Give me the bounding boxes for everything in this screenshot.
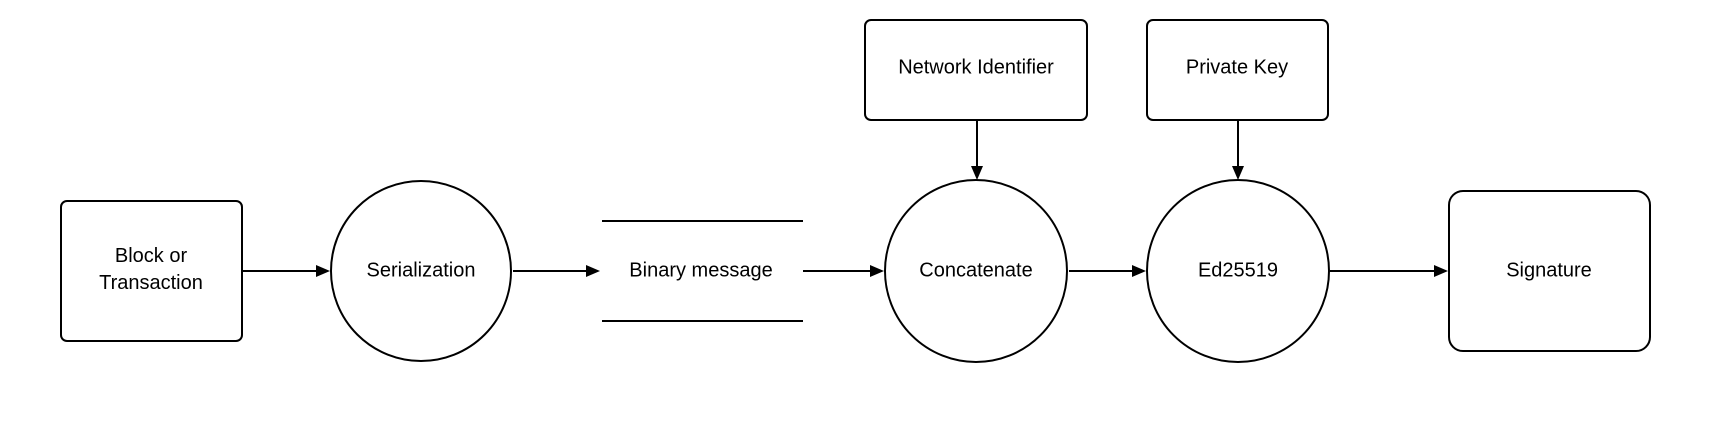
edge-binary-message-to-concatenate — [803, 265, 884, 277]
edge-network-identifier-to-concatenate — [971, 120, 983, 180]
node-block-or-transaction-line1: Block or — [115, 245, 188, 267]
node-serialization-label: Serialization — [367, 259, 476, 281]
edge-concatenate-to-ed25519 — [1069, 265, 1146, 277]
edge-ed25519-to-signature — [1330, 265, 1448, 277]
edge-private-key-to-ed25519 — [1232, 120, 1244, 180]
node-concatenate: Concatenate — [884, 179, 1068, 363]
node-signature: Signature — [1448, 190, 1651, 352]
edges — [242, 120, 1448, 277]
node-private-key: Private Key — [1146, 19, 1329, 121]
node-block-or-transaction: Block or Transaction — [60, 200, 243, 342]
node-network-identifier: Network Identifier — [864, 19, 1088, 121]
node-ed25519-label: Ed25519 — [1198, 259, 1278, 281]
node-binary-message: Binary message — [602, 220, 803, 322]
node-binary-message-label: Binary message — [629, 259, 772, 281]
node-private-key-label: Private Key — [1186, 56, 1288, 78]
node-signature-label: Signature — [1506, 259, 1592, 281]
node-serialization: Serialization — [330, 180, 512, 362]
edge-block-to-serialization — [242, 265, 330, 277]
edge-serialization-to-binary-message — [513, 265, 600, 277]
node-ed25519: Ed25519 — [1146, 179, 1330, 363]
node-block-or-transaction-line2: Transaction — [99, 272, 203, 294]
node-network-identifier-label: Network Identifier — [898, 56, 1054, 78]
node-concatenate-label: Concatenate — [919, 259, 1032, 281]
